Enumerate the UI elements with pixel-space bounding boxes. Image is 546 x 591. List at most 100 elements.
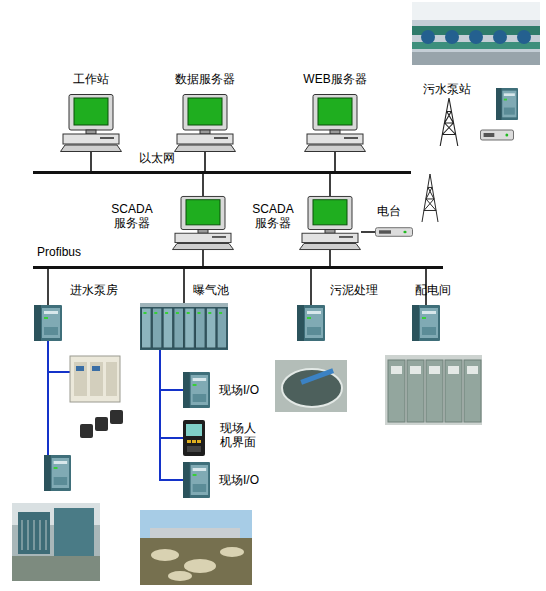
rack-module [142,308,152,348]
node-label: 配电间 [415,283,475,297]
sludge-photo [275,360,347,412]
node-label: 曝气池 [193,283,253,297]
monitor-neck [200,130,210,134]
computer-case [175,233,231,242]
radio-unit [376,228,413,237]
rack-module [185,308,195,348]
plc-module: 配电间 [412,305,440,341]
hmi-screen [186,424,202,436]
monitor-neck [198,230,208,234]
rack-module [196,308,206,348]
node-label: 电台 [377,204,417,218]
bus-link [183,269,185,303]
node-label: SCADA 服务器 [249,202,297,230]
computer-case [302,233,358,242]
drive-module [90,362,103,396]
rack-led [176,312,179,314]
monitor-screen [313,200,347,225]
computer-node: SCADA 服务器 [172,196,234,250]
rack-led [187,312,190,314]
switch-cabinet [426,360,443,422]
bar-screen [18,512,50,554]
switchgear-photo [385,355,482,425]
field-wire [48,371,70,373]
plc-module: 进水泵房 [34,305,62,341]
rack-led [208,312,211,314]
pump-room-photo [412,2,540,65]
node-label: 现场I/O [219,473,279,487]
cabinet-panel [410,366,421,374]
drive-display [76,366,84,371]
computer-node: WEB服务器 [304,94,366,152]
radio-shape [375,226,413,238]
plc-module [496,88,518,120]
bus-line: 以太网 [33,171,411,174]
pump-housing [493,30,507,44]
node-label: 工作站 [51,72,131,86]
computer-case [307,134,363,144]
monitor-frame [313,95,357,131]
screen-photo [12,503,100,581]
bus-link [329,174,331,196]
drive-cabinet [70,356,120,402]
monitor-screen [186,200,220,225]
monitor-screen [188,98,222,125]
pc-shape [172,196,234,250]
cabinet-panel [391,366,402,374]
hmi-key [197,440,201,443]
screen-channel [12,556,100,581]
bus-link [204,152,206,171]
cabinet-panel [448,366,459,374]
monitor-frame [181,196,225,229]
pump-room-floor [412,52,540,65]
rack-led [165,312,168,314]
node-label: 现场I/O [219,383,279,397]
hmi-body [183,420,205,456]
computer-node: 数据服务器 [174,94,236,152]
pump-housing [469,30,483,44]
plc-module [297,305,325,341]
aeration-foam [184,559,216,573]
sludge-tank [282,369,342,407]
pump-housing [421,30,435,44]
bus-link [334,152,336,171]
drive-slot [214,137,228,139]
rack-module [163,308,173,348]
field-link [160,350,183,480]
computer-case [63,134,119,144]
bus-line: Profibus [33,266,443,269]
drive-display [92,366,100,371]
rack-led [154,312,157,314]
monitor-screen [318,98,352,125]
sludge-bridge [300,368,334,384]
bus-link [202,250,204,266]
hmi-shape [183,420,205,456]
plc-module: 现场I/O [183,462,210,498]
pc-shape [299,196,361,250]
radio-unit: 电台 [375,226,413,238]
aeration-photo [140,510,252,585]
motor [110,410,123,424]
keyboard [175,145,236,152]
aeration-foam [220,547,244,557]
plc-module: 现场I/O [183,372,210,408]
field-link [160,350,183,438]
bus-link [310,269,312,305]
field-link [160,350,183,390]
node-label: 进水泵房 [70,283,140,297]
computer-node: 工作站 [60,94,122,152]
rack-led [219,312,222,314]
node-label: 以太网 [139,151,199,165]
monitor-neck [330,130,340,134]
drive-slot [344,137,358,139]
bus-link [90,152,92,171]
monitor-screen [74,98,108,125]
rack-module [217,308,227,348]
bus-link [361,231,375,233]
node-label: SCADA 服务器 [108,202,156,230]
screen-grating [22,520,46,550]
drive-slot [212,236,226,238]
plc-module [183,372,210,408]
plc-shape [183,372,210,408]
